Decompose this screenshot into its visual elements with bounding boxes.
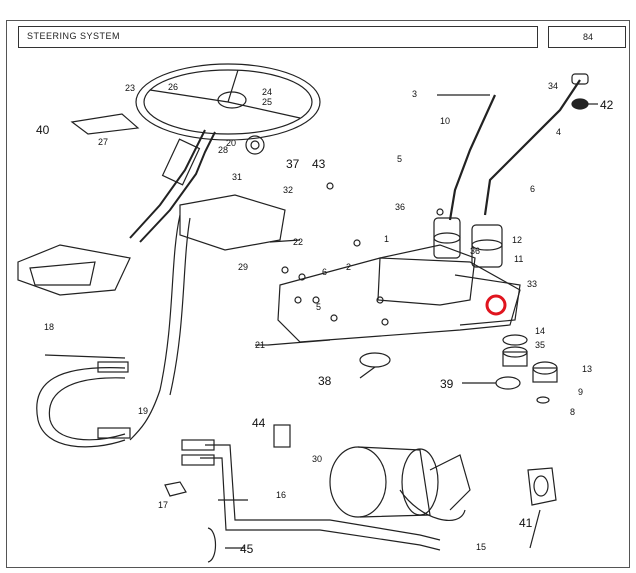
frame-border [6, 20, 630, 568]
title-box: STEERING SYSTEM [18, 26, 538, 48]
callout-16: 16 [276, 490, 286, 500]
callouts-small: 23 26 24 25 27 28 20 31 32 22 29 21 19 1… [44, 81, 592, 552]
callout-42: 42 [600, 98, 614, 112]
callout-39: 39 [440, 377, 454, 391]
callout-12: 12 [512, 235, 522, 245]
callout-6: 6 [530, 184, 535, 194]
highlight-circle [485, 294, 507, 316]
callout-18: 18 [44, 322, 54, 332]
callout-44: 44 [252, 416, 266, 430]
diagram-frame [6, 20, 630, 568]
callout-43: 43 [312, 157, 326, 171]
callout-3: 3 [412, 89, 417, 99]
page-number-box: 84 [548, 26, 626, 48]
callout-24: 24 [262, 87, 272, 97]
callout-38: 38 [318, 374, 332, 388]
callout-45: 45 [240, 542, 254, 556]
callout-27: 27 [98, 137, 108, 147]
callout-36: 36 [395, 202, 405, 212]
callout-19: 19 [138, 406, 148, 416]
callout-8: 8 [570, 407, 575, 417]
callout-32: 32 [283, 185, 293, 195]
parts-drawing [17, 63, 598, 563]
callout-25: 25 [262, 97, 272, 107]
callouts-large: 37 43 40 42 38 39 44 45 41 [36, 98, 614, 556]
callout-21: 21 [255, 340, 265, 350]
callout-9: 9 [578, 387, 583, 397]
callout-13: 13 [582, 364, 592, 374]
callout-2: 2 [346, 262, 351, 272]
callout-14: 14 [535, 326, 545, 336]
diagram-title: STEERING SYSTEM [27, 31, 121, 41]
callout-26: 26 [168, 82, 178, 92]
callout-36b: 36 [470, 246, 480, 256]
callout-5b: 5 [316, 302, 321, 312]
callout-31: 31 [232, 172, 242, 182]
callout-1: 1 [384, 234, 389, 244]
callout-17: 17 [158, 500, 168, 510]
steering-wheel-rim [135, 63, 321, 141]
callout-41: 41 [519, 516, 533, 530]
callout-15: 15 [476, 542, 486, 552]
page-number: 84 [583, 32, 594, 42]
callout-29: 29 [238, 262, 248, 272]
callout-23: 23 [125, 83, 135, 93]
callout-6b: 6 [322, 267, 327, 277]
callout-37: 37 [286, 157, 300, 171]
callout-30: 30 [312, 454, 322, 464]
part-37-bushing [245, 135, 265, 155]
callout-10: 10 [440, 116, 450, 126]
callout-40: 40 [36, 123, 50, 137]
part-38-disc [359, 352, 391, 368]
callout-5: 5 [397, 154, 402, 164]
callout-33: 33 [527, 279, 537, 289]
callout-35: 35 [535, 340, 545, 350]
callout-11: 11 [514, 254, 523, 264]
callout-22: 22 [293, 237, 303, 247]
callout-4: 4 [556, 127, 561, 137]
callout-28: 28 [218, 145, 228, 155]
callout-34: 34 [548, 81, 558, 91]
callout-20: 20 [226, 138, 236, 148]
